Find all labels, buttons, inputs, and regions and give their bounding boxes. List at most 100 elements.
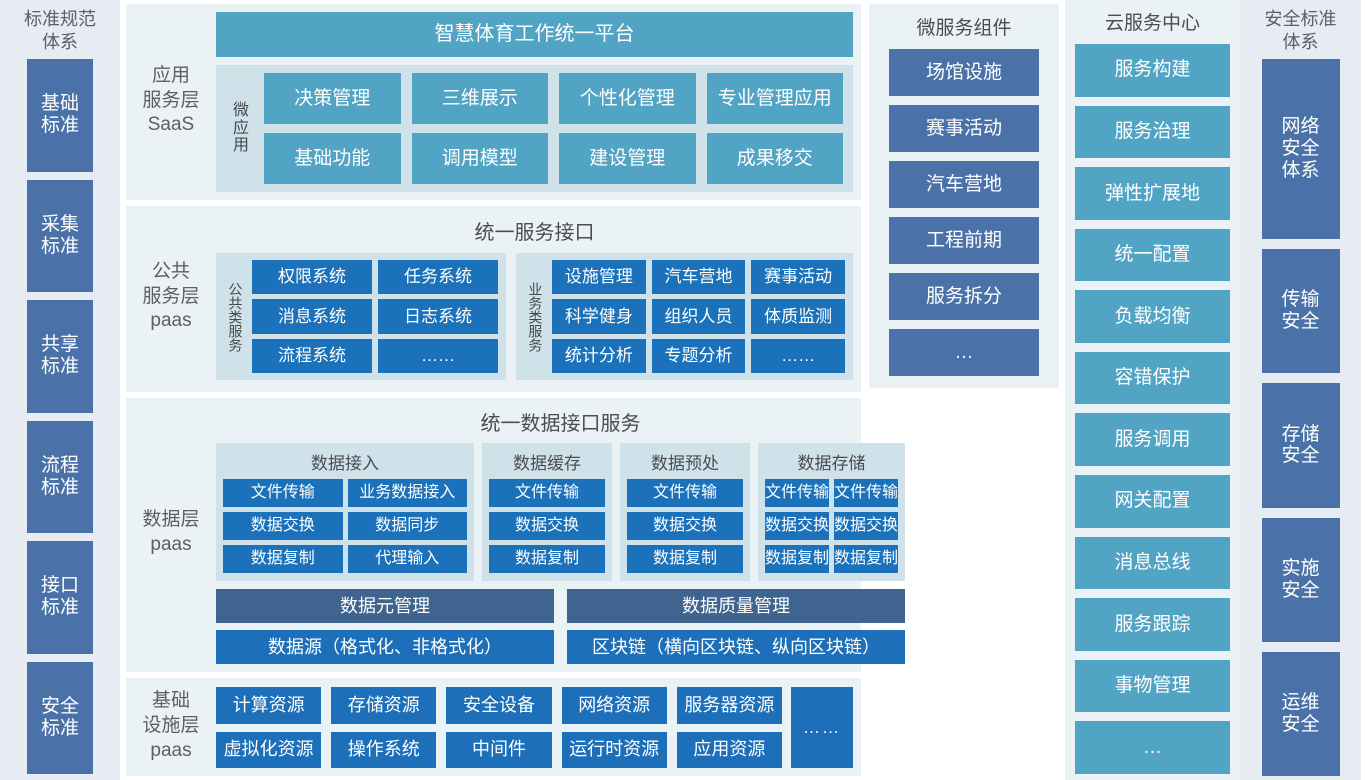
data-tile-1-5[interactable]: 数据复制 <box>223 545 343 573</box>
data-tile-1-4[interactable]: 数据同步 <box>347 512 467 540</box>
data-management-tile-1[interactable]: 数据元管理 <box>216 589 555 623</box>
infrastructure-tile-8[interactable]: 中间件 <box>446 731 552 768</box>
service-tile-1-6[interactable]: …… <box>378 338 498 373</box>
microservice-tile-4[interactable]: 工程前期 <box>889 217 1039 264</box>
cloud-service-tile-10[interactable]: 服务跟踪 <box>1075 598 1230 651</box>
cloud-service-tile-5[interactable]: 负载均衡 <box>1075 290 1230 343</box>
data-tile-1-3[interactable]: 数据交换 <box>223 512 343 540</box>
service-tile-1-1[interactable]: 权限系统 <box>252 260 372 295</box>
data-tile-2-1[interactable]: 文件传输 <box>489 479 605 507</box>
data-group-4: 数据存储文件传输文件传输数据交换数据交换数据复制数据复制 <box>758 443 906 581</box>
application-tile-5[interactable]: 基础功能 <box>264 133 401 184</box>
infrastructure-tile-5[interactable]: 服务器资源 <box>676 687 782 724</box>
service-tile-2-9[interactable]: …… <box>751 338 845 373</box>
data-tile-3-2[interactable]: 数据交换 <box>627 512 743 540</box>
data-management-row: 数据元管理数据质量管理 <box>216 589 906 623</box>
data-tile-4-4[interactable]: 数据交换 <box>834 512 899 540</box>
infrastructure-tile-10[interactable]: 应用资源 <box>676 731 782 768</box>
security-standards-list: 网络安全体系传输安全存储安全实施安全运维安全 <box>1240 59 1361 776</box>
data-tile-grid-1: 文件传输业务数据接入数据交换数据同步数据复制代理输入 <box>223 479 467 573</box>
service-tile-2-7[interactable]: 统计分析 <box>552 338 646 373</box>
cloud-service-tile-12[interactable]: … <box>1075 721 1230 774</box>
application-tile-1[interactable]: 决策管理 <box>264 73 401 124</box>
data-tile-4-2[interactable]: 文件传输 <box>834 479 899 507</box>
data-tile-4-3[interactable]: 数据交换 <box>765 512 830 540</box>
application-tile-7[interactable]: 建设管理 <box>559 133 696 184</box>
service-tile-2-2[interactable]: 汽车营地 <box>651 260 746 295</box>
cloud-service-tile-8[interactable]: 网关配置 <box>1075 475 1230 528</box>
microservice-components-list: 场馆设施赛事活动汽车营地工程前期服务拆分 … <box>889 49 1039 376</box>
data-source-tile-1[interactable]: 数据源（格式化、非格式化） <box>216 630 555 664</box>
service-tile-2-4[interactable]: 科学健身 <box>552 299 646 334</box>
service-tile-2-8[interactable]: 专题分析 <box>651 338 746 373</box>
application-tile-6[interactable]: 调用模型 <box>411 133 548 184</box>
data-tile-3-3[interactable]: 数据复制 <box>627 545 743 573</box>
microservice-tile-3[interactable]: 汽车营地 <box>889 161 1039 208</box>
data-tile-3-1[interactable]: 文件传输 <box>627 479 743 507</box>
unified-data-interface-title: 统一数据接口服务 <box>480 413 641 435</box>
data-group-container: 数据接入文件传输业务数据接入数据交换数据同步数据复制代理输入数据缓存文件传输数据… <box>216 443 906 589</box>
service-tile-2-5[interactable]: 组织人员 <box>651 299 746 334</box>
cloud-service-tile-4[interactable]: 统一配置 <box>1075 228 1230 282</box>
infrastructure-tile-9[interactable]: 运行时资源 <box>561 731 667 768</box>
security-item-5: 运维安全 <box>1261 651 1340 776</box>
cloud-service-tile-7[interactable]: 服务调用 <box>1075 413 1230 467</box>
infrastructure-tile-4[interactable]: 网络资源 <box>561 687 667 724</box>
microservice-tile-1[interactable]: 场馆设施 <box>889 49 1039 96</box>
data-tile-4-1[interactable]: 文件传输 <box>765 479 830 507</box>
cloud-service-center-title: 云服务中心 <box>1104 13 1200 34</box>
standards-item-6: 安全标准 <box>27 661 93 774</box>
data-tile-4-5[interactable]: 数据复制 <box>765 545 830 573</box>
cloud-service-tile-1[interactable]: 服务构建 <box>1075 44 1230 97</box>
data-tile-4-6[interactable]: 数据复制 <box>834 545 899 573</box>
data-tile-1-2[interactable]: 业务数据接入 <box>347 479 467 507</box>
infrastructure-tile-2[interactable]: 存储资源 <box>331 687 437 724</box>
cloud-service-tile-9[interactable]: 消息总线 <box>1075 536 1230 590</box>
unified-platform-banner: 智慧体育工作统一平台 <box>216 12 853 57</box>
application-tile-3[interactable]: 个性化管理 <box>559 73 696 124</box>
application-tile-8[interactable]: 成果移交 <box>706 133 843 184</box>
data-tile-2-3[interactable]: 数据复制 <box>489 545 605 573</box>
service-tile-1-3[interactable]: 消息系统 <box>252 299 372 334</box>
cloud-service-tile-6[interactable]: 容错保护 <box>1075 351 1230 405</box>
data-group-1: 数据接入文件传输业务数据接入数据交换数据同步数据复制代理输入 <box>216 443 474 581</box>
service-group-2: 业务类服务设施管理汽车营地赛事活动科学健身组织人员体质监测统计分析专题分析…… <box>516 253 853 380</box>
standards-item-4: 流程标准 <box>27 420 93 533</box>
data-tile-2-2[interactable]: 数据交换 <box>489 512 605 540</box>
cloud-service-tile-11[interactable]: 事物管理 <box>1075 659 1230 713</box>
data-tile-1-6[interactable]: 代理输入 <box>347 545 467 573</box>
application-tile-4[interactable]: 专业管理应用 <box>706 73 843 124</box>
service-tile-grid-1: 权限系统任务系统消息系统日志系统流程系统…… <box>252 260 498 373</box>
microservice-tile-6[interactable]: … <box>889 329 1039 376</box>
service-tile-2-6[interactable]: 体质监测 <box>751 299 845 334</box>
data-group-title-1: 数据接入 <box>311 454 379 473</box>
standards-item-1: 基础标准 <box>27 59 93 172</box>
standards-item-2: 采集标准 <box>27 179 93 292</box>
infrastructure-tile-6[interactable]: 虚拟化资源 <box>216 731 322 768</box>
standards-item-5: 接口标准 <box>27 541 93 654</box>
service-tile-1-2[interactable]: 任务系统 <box>378 260 498 295</box>
cloud-service-tile-2[interactable]: 服务治理 <box>1075 105 1230 159</box>
service-tile-1-4[interactable]: 日志系统 <box>378 299 498 334</box>
infrastructure-tile-1[interactable]: 计算资源 <box>216 687 322 724</box>
data-tile-1-1[interactable]: 文件传输 <box>223 479 343 507</box>
service-tile-1-5[interactable]: 流程系统 <box>252 338 372 373</box>
data-management-tile-2[interactable]: 数据质量管理 <box>567 589 906 623</box>
cloud-service-tile-3[interactable]: 弹性扩展地 <box>1075 167 1230 220</box>
application-tile-2[interactable]: 三维展示 <box>411 73 548 124</box>
security-standards-column: 安全标准体系 网络安全体系传输安全存储安全实施安全运维安全 <box>1240 0 1361 780</box>
infrastructure-tile-7[interactable]: 操作系统 <box>331 731 437 768</box>
microservice-tile-5[interactable]: 服务拆分 <box>889 273 1039 320</box>
microservice-tile-2[interactable]: 赛事活动 <box>889 105 1039 152</box>
standards-column: 标准规范体系 基础标准采集标准共享标准流程标准接口标准安全标准 <box>0 0 120 780</box>
service-group-label-2: 业务类服务 <box>527 281 544 352</box>
service-tile-2-1[interactable]: 设施管理 <box>552 260 646 295</box>
service-tile-2-3[interactable]: 赛事活动 <box>751 260 845 295</box>
unified-service-interface-title: 统一服务接口 <box>474 222 595 244</box>
data-source-tile-2[interactable]: 区块链（横向区块链、纵向区块链） <box>567 630 906 664</box>
service-group-container: 公共类服务权限系统任务系统消息系统日志系统流程系统……业务类服务设施管理汽车营地… <box>216 253 853 384</box>
infrastructure-tile-3[interactable]: 安全设备 <box>446 687 552 724</box>
